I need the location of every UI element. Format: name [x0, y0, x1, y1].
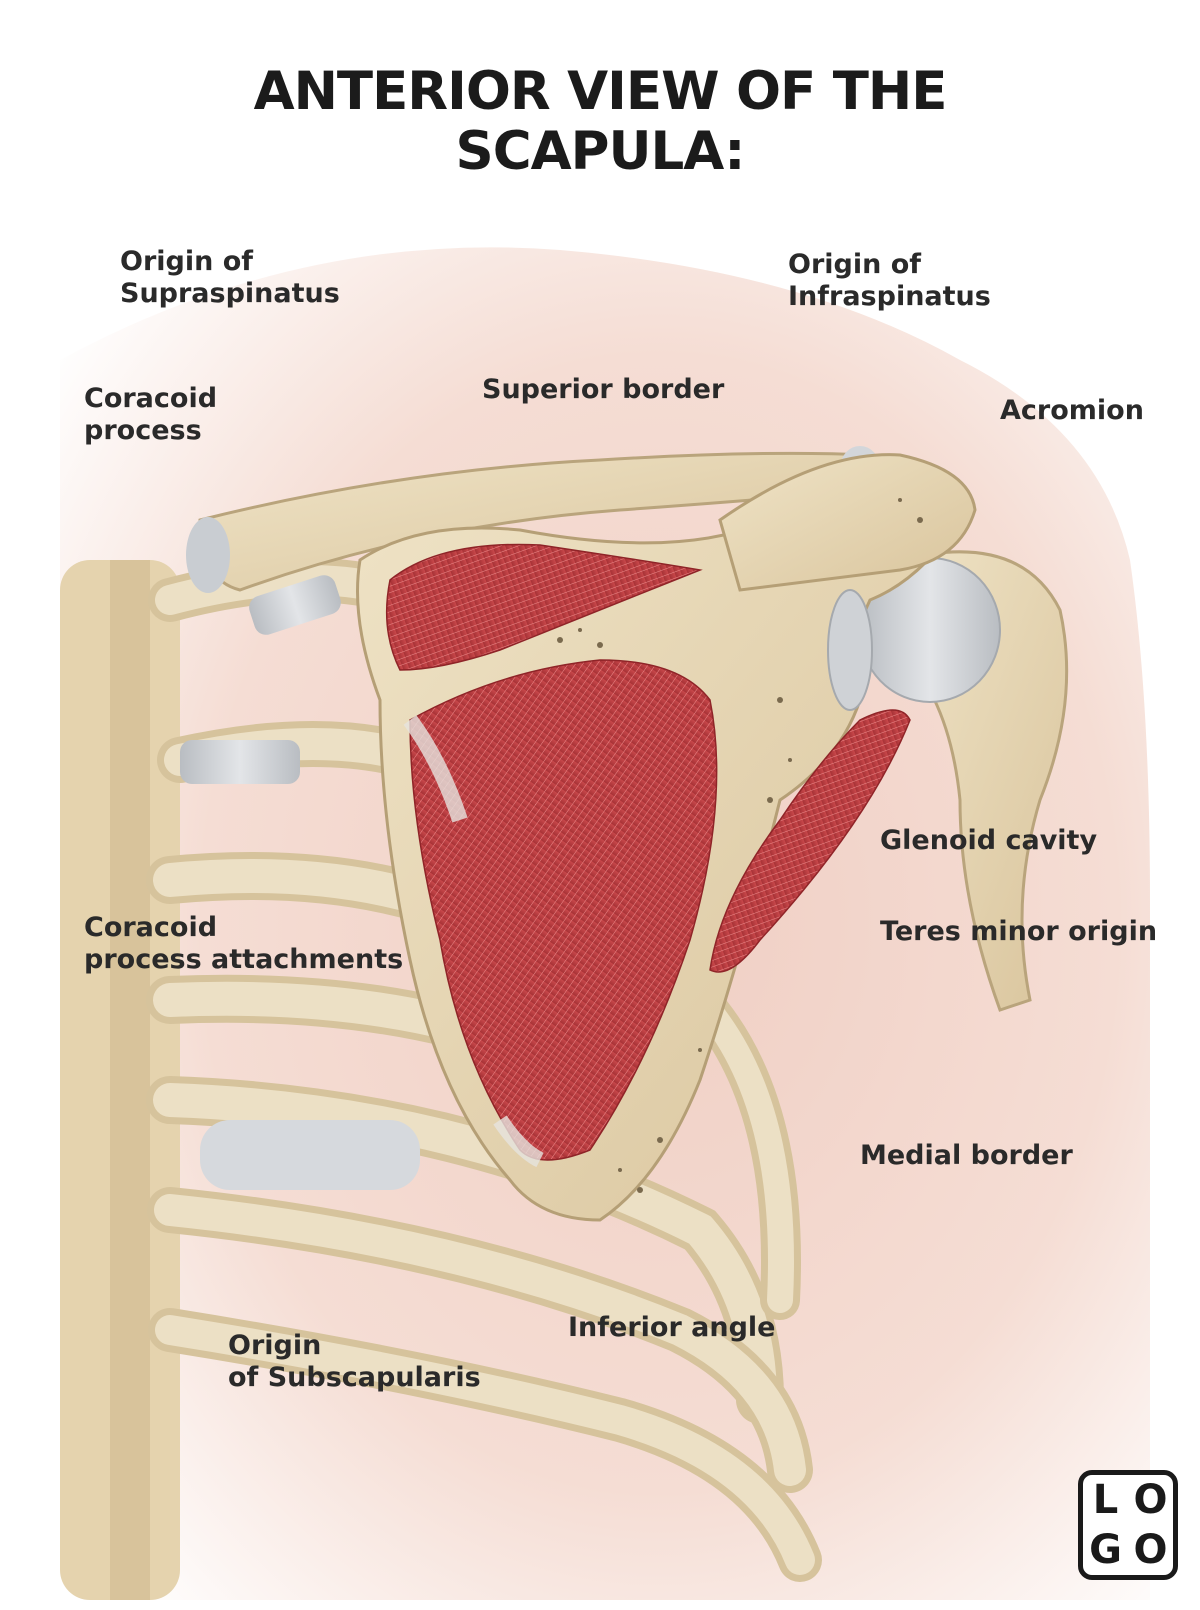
label-coracoid-process-line-1: Coracoid: [84, 383, 218, 414]
logo-letter-3: G: [1089, 1527, 1122, 1573]
logo-letter-2: O: [1133, 1477, 1168, 1523]
title-line-2: SCAPULA:: [455, 121, 746, 182]
label-coracoid-process: Coracoid process: [84, 383, 217, 447]
label-origin-supraspinatus: Origin of Supraspinatus: [120, 246, 340, 310]
label-medial-border: Medial border: [860, 1140, 1073, 1171]
costal-cartilage: [180, 575, 420, 1190]
label-origin-infraspinatus: Origin of Infraspinatus: [788, 249, 991, 313]
spinal-column: [60, 560, 180, 1600]
glenoid-cavity: [827, 589, 873, 711]
supraspinatus-muscle: [385, 543, 703, 671]
bone-texture: [557, 498, 923, 1193]
label-superior-border: Superior border: [482, 374, 725, 405]
label-inferior-angle: Inferior angle: [568, 1312, 776, 1343]
logo-letter-4: O: [1133, 1527, 1168, 1573]
page-title: ANTERIOR VIEW OF THE SCAPULA:: [0, 62, 1200, 182]
label-coracoid-attachments-line-2: process attachments: [84, 944, 404, 975]
title-line-1: ANTERIOR VIEW OF THE: [253, 61, 948, 122]
subscapularis-muscle: [409, 659, 718, 1161]
label-acromion: Acromion: [1000, 395, 1144, 426]
label-origin-infraspinatus-line-1: Origin of: [788, 249, 922, 280]
label-origin-supraspinatus-line-2: Supraspinatus: [120, 278, 340, 309]
acromion: [718, 453, 977, 592]
label-origin-subscapularis: Origin of Subscapularis: [228, 1330, 481, 1394]
label-origin-infraspinatus-line-2: Infraspinatus: [788, 281, 991, 312]
label-coracoid-attachments-line-1: Coracoid: [84, 912, 218, 943]
label-teres-minor-origin: Teres minor origin: [880, 916, 1158, 947]
logo-letter-1: L: [1092, 1477, 1119, 1523]
label-origin-subscapularis-line-1: Origin: [228, 1330, 322, 1361]
label-origin-subscapularis-line-2: of Subscapularis: [228, 1362, 481, 1393]
humerus: [859, 550, 1069, 1012]
logo: L O G O: [1078, 1470, 1178, 1580]
label-glenoid-cavity: Glenoid cavity: [880, 825, 1098, 856]
label-coracoid-process-line-2: process: [84, 415, 202, 446]
teres-minor-muscle: [709, 709, 911, 973]
label-coracoid-attachments: Coracoid process attachments: [84, 912, 403, 976]
label-origin-supraspinatus-line-1: Origin of: [120, 246, 254, 277]
